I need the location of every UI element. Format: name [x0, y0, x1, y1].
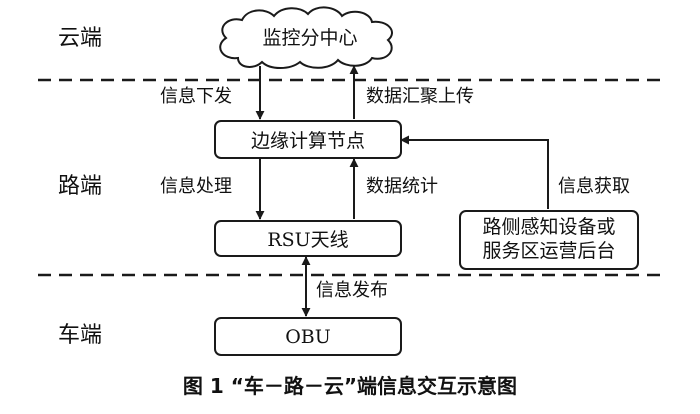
obu-unit: OBU	[214, 317, 402, 356]
roadside-device-box: 路侧感知设备或 服务区运营后台	[459, 210, 639, 270]
label-data-upload: 数据汇聚上传	[366, 86, 474, 107]
arrow-info-acquire	[400, 135, 549, 209]
level-cloud-label: 云端	[58, 26, 103, 51]
label-info-publish: 信息发布	[316, 280, 388, 301]
roadside-device-line2: 服务区运营后台	[482, 240, 616, 262]
rsu-antenna: RSU天线	[214, 220, 402, 257]
label-info-down: 信息下发	[160, 86, 232, 107]
figure-caption: 图 1 “车－路－云”端信息交互示意图	[182, 374, 518, 398]
edge-computing-node: 边缘计算节点	[214, 120, 402, 159]
roadside-device-line1: 路侧感知设备或	[482, 216, 616, 239]
level-road-label: 路端	[58, 174, 103, 199]
label-info-acquire: 信息获取	[558, 176, 630, 197]
label-info-process: 信息处理	[160, 176, 232, 197]
cloud-shape	[219, 6, 393, 69]
level-vehicle-label: 车端	[58, 323, 103, 348]
monitor-center-label: 监控分中心	[262, 26, 358, 49]
label-data-stats: 数据统计	[366, 176, 438, 197]
